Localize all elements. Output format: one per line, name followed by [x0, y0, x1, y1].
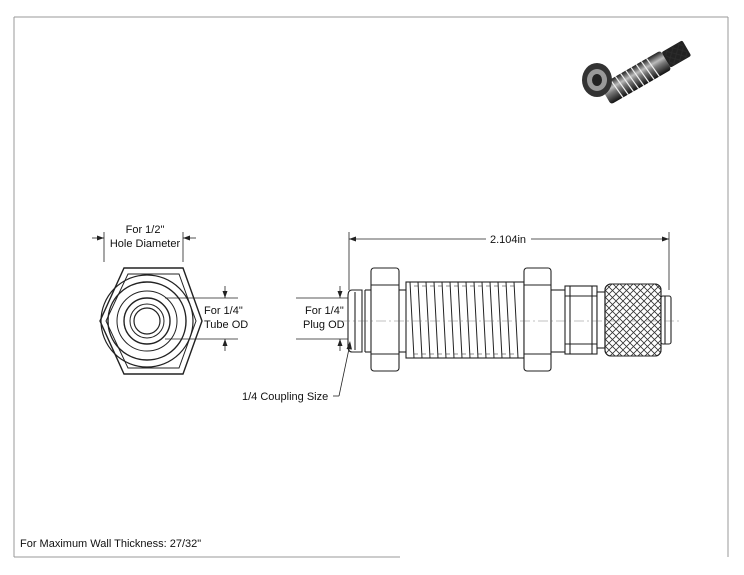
tube-label-line2: Tube OD — [204, 319, 248, 331]
end-view-hex — [99, 267, 203, 375]
hole-label-line2: Hole Diameter — [110, 238, 181, 250]
isometric-thumbnail — [582, 40, 691, 104]
threaded-body — [405, 281, 525, 359]
end-view — [99, 267, 203, 375]
footer-note: For Maximum Wall Thickness: 27/32" — [20, 538, 202, 550]
tube-label-line1: For 1/4" — [204, 305, 243, 317]
length-dimension — [348, 232, 670, 290]
sheet-border — [13, 16, 729, 558]
plug-label-line1: For 1/4" — [305, 305, 344, 317]
plug-label-line2: Plug OD — [303, 319, 345, 331]
knurled-nut — [604, 283, 662, 357]
tube-od-dimension — [165, 286, 238, 351]
hole-label-line1: For 1/2" — [126, 224, 165, 236]
side-view — [340, 267, 680, 372]
coupling-leader — [333, 341, 352, 397]
hole-diameter-dimension — [92, 232, 196, 262]
coupling-label: 1/4 Coupling Size — [242, 391, 328, 403]
length-dimension-value: 2.104in — [490, 234, 526, 246]
